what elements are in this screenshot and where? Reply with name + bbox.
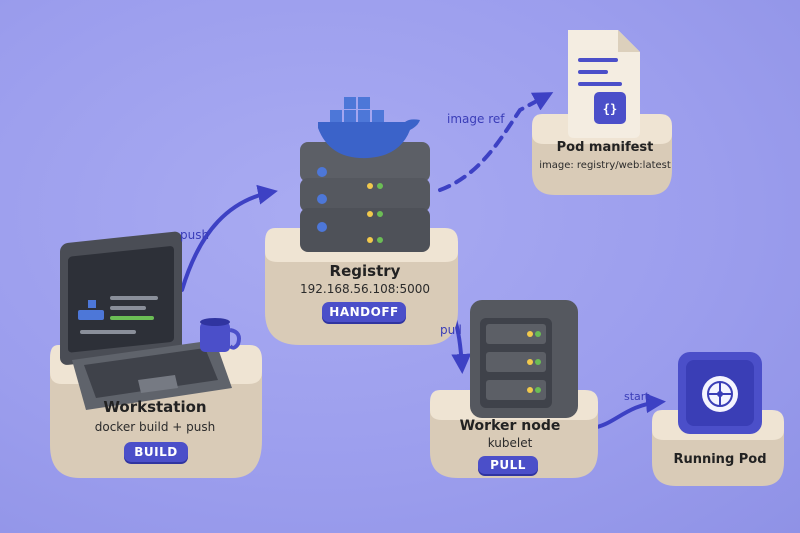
worker-subtitle: kubelet <box>487 436 533 450</box>
registry-platform <box>265 235 458 345</box>
image-ref-edge-label: image ref <box>447 112 505 126</box>
push-edge-label: push <box>180 228 210 242</box>
manifest-node: {} <box>532 30 672 195</box>
laptop-icon <box>60 231 232 410</box>
worker-node <box>430 300 598 478</box>
workstation-node <box>50 231 262 478</box>
docker-whale-icon <box>318 97 420 159</box>
image-ref-arrow <box>438 92 554 192</box>
workstation-subtitle: docker build + push <box>94 420 216 434</box>
handoff-badge: HANDOFF <box>322 302 406 322</box>
svg-text:{}: {} <box>603 102 617 116</box>
workstation-title: Workstation <box>103 398 207 416</box>
registry-node <box>265 97 458 345</box>
pod-node <box>652 352 784 486</box>
start-edge-label: start <box>624 390 650 403</box>
pod-title: Running Pod <box>673 452 767 467</box>
manifest-image: image: registry/web:latest <box>539 160 671 171</box>
registry-address: 192.168.56.108:5000 <box>299 282 430 296</box>
mug-icon <box>200 318 241 352</box>
build-badge: BUILD <box>124 442 188 462</box>
pull-badge: PULL <box>478 456 538 474</box>
kubernetes-cube-icon <box>678 352 762 434</box>
worker-title: Worker node <box>459 418 561 434</box>
manifest-title: Pod manifest <box>556 140 654 155</box>
start-arrow <box>590 393 666 430</box>
pull-edge-label: pull <box>440 323 462 337</box>
server-chassis-icon <box>470 300 578 418</box>
server-stack-icon <box>300 142 430 252</box>
push-arrow <box>180 184 278 292</box>
document-icon: {} <box>568 30 640 138</box>
registry-title: Registry <box>329 262 401 280</box>
